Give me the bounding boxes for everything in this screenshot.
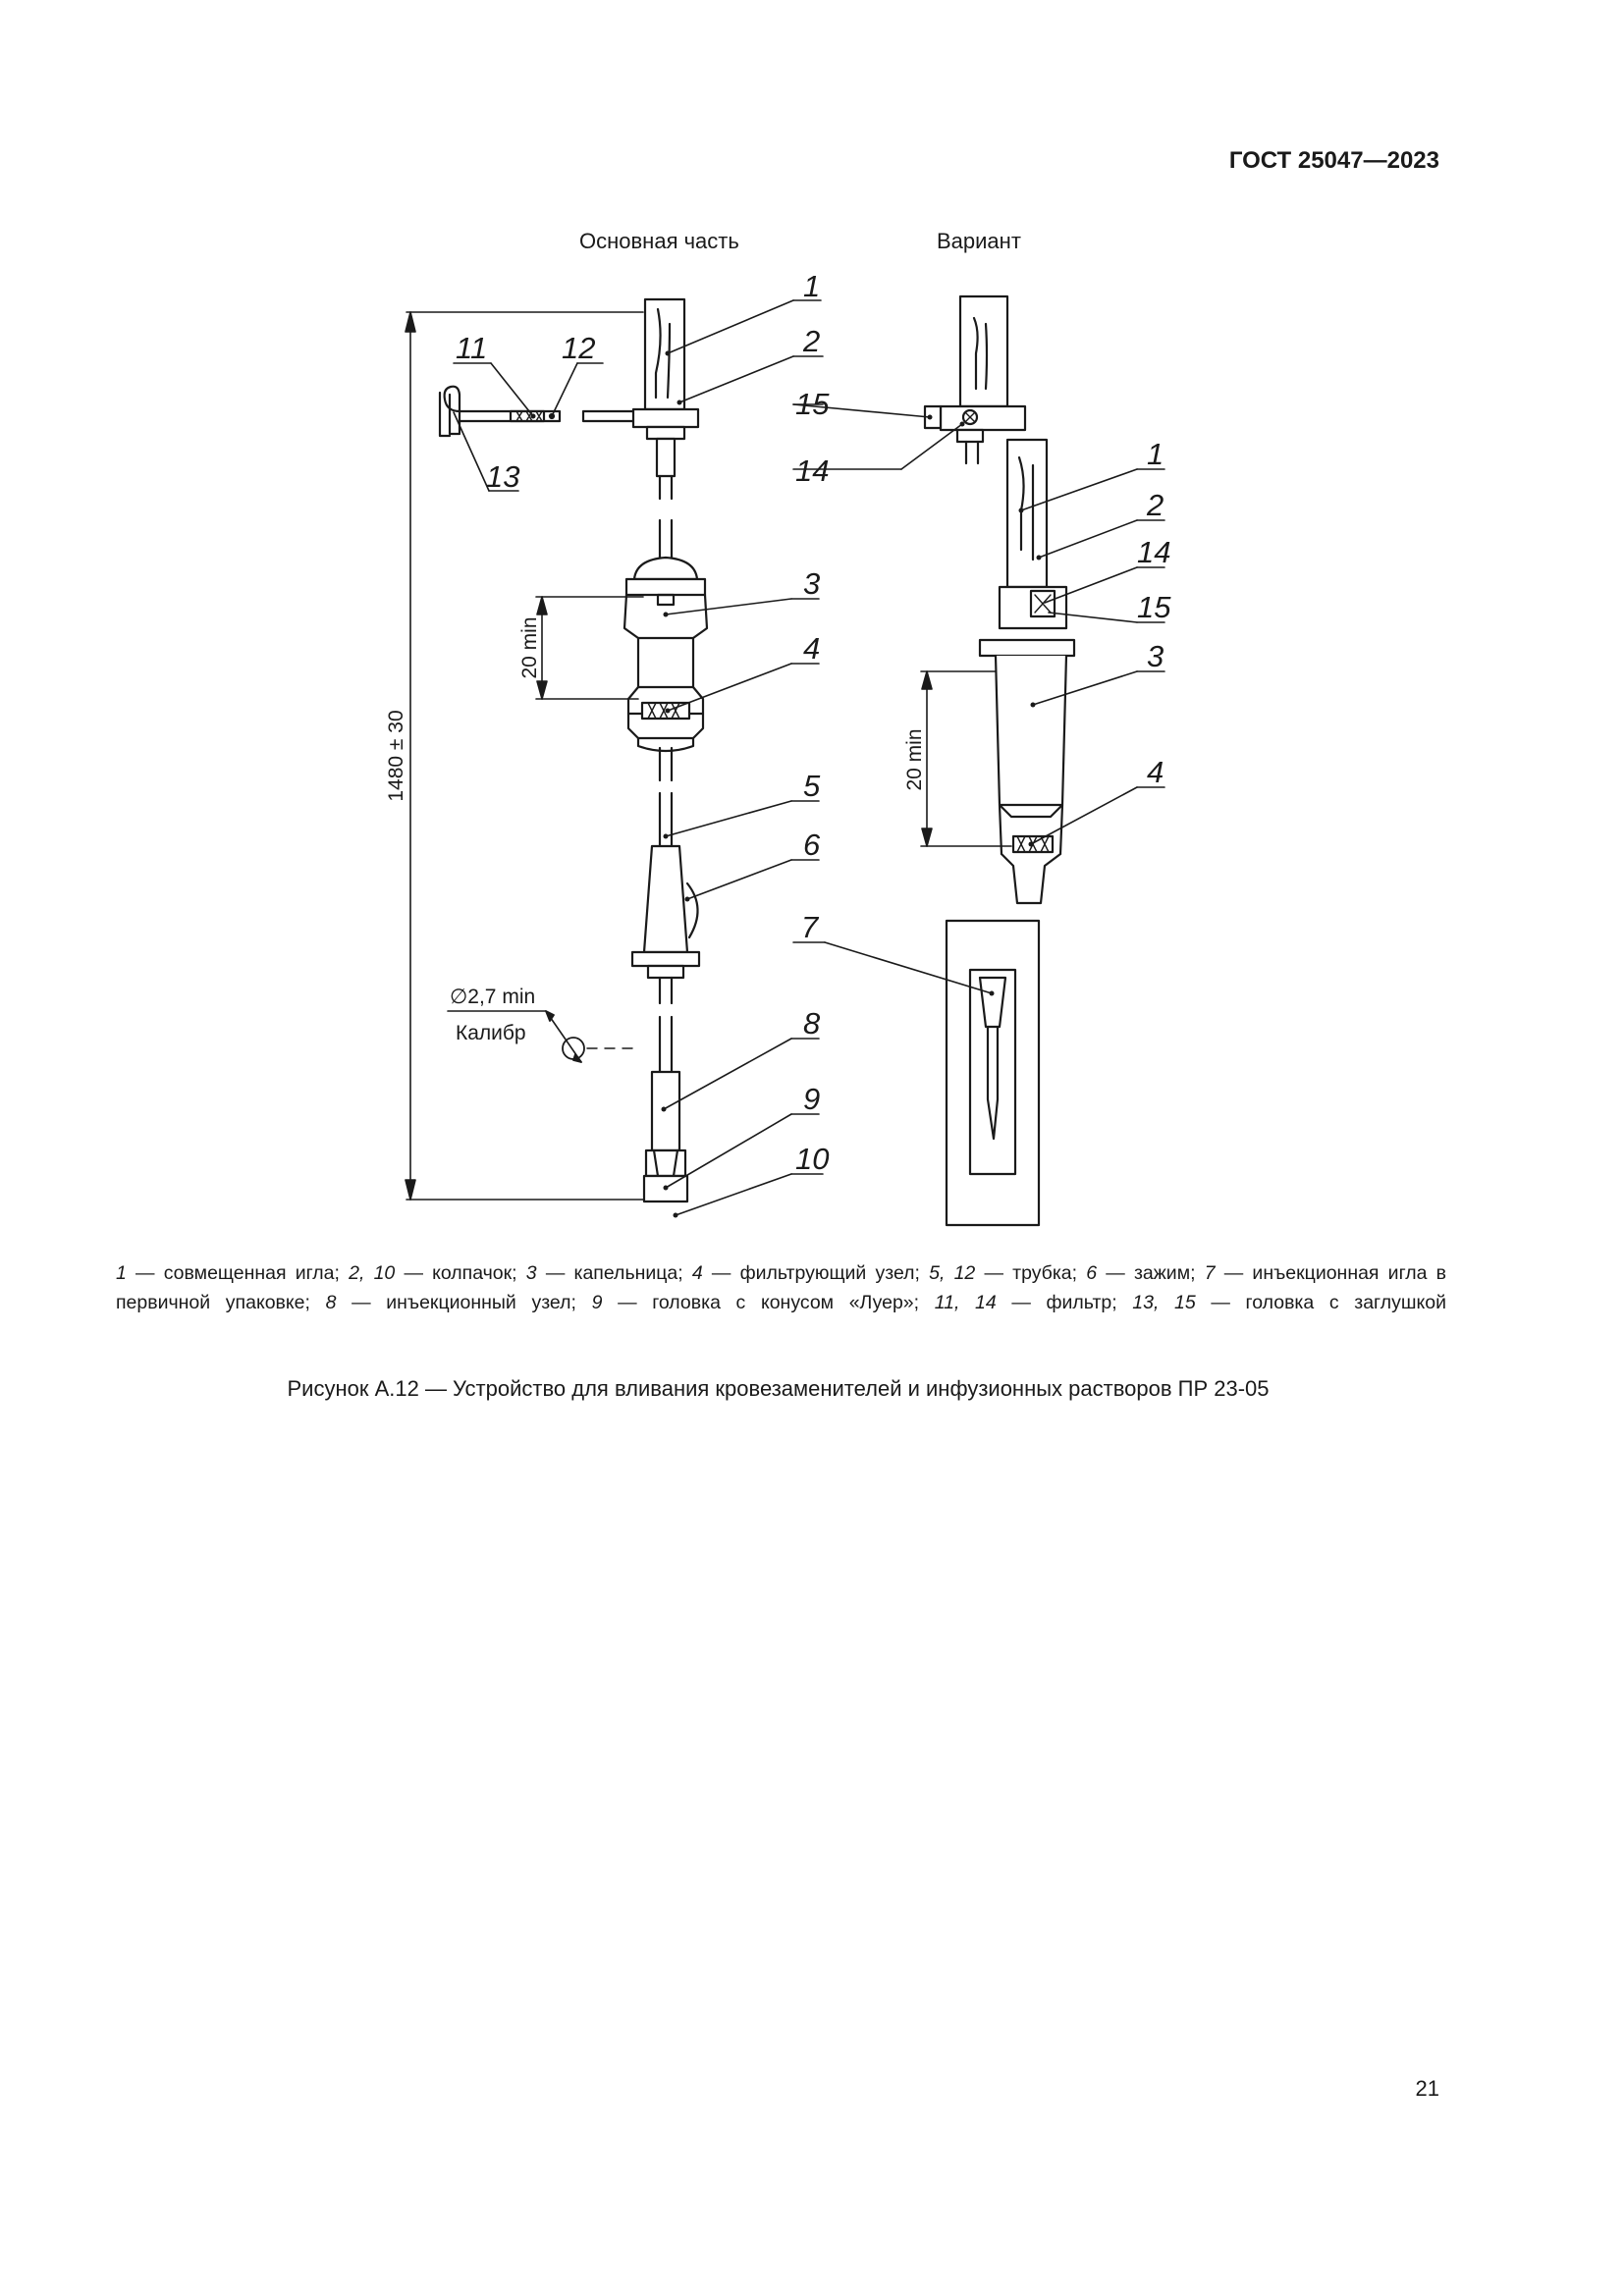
main-tee-junction <box>631 407 700 478</box>
callout-main: 5 <box>803 769 821 803</box>
legend-text: — колпачок; <box>395 1262 526 1284</box>
infusion-device-drawing: Основная часть Вариант 1 2 11 12 13 3 4 … <box>385 229 1171 1227</box>
main-plug-cap <box>438 385 461 438</box>
callout-main: 13 <box>486 459 519 494</box>
legend-text: — фильтрующий узел; <box>702 1262 930 1284</box>
callout-variant: 15 <box>1137 590 1171 624</box>
main-view-title: Основная часть <box>579 229 739 253</box>
variant-view-title: Вариант <box>937 229 1021 253</box>
overall-length-dimension <box>405 311 644 1201</box>
legend-number: 8 <box>325 1292 337 1313</box>
callout-main: 6 <box>803 828 821 862</box>
overall-length-label: 1480 ± 30 <box>385 710 407 801</box>
callout-main: 8 <box>803 1006 821 1041</box>
injection-needle-package <box>945 919 1041 1227</box>
gauge-label: Калибр <box>456 1022 526 1044</box>
legend-number: 4 <box>691 1262 703 1284</box>
legend-text: — капельница; <box>536 1262 692 1284</box>
variant-drip-length-label: 20 min <box>903 728 926 790</box>
legend-text: — инъекционный узел; <box>336 1292 592 1313</box>
callout-main: 3 <box>803 566 820 601</box>
legend-number: 1 <box>116 1262 127 1284</box>
legend-number: 9 <box>591 1292 603 1313</box>
legend-text: — трубка; <box>975 1262 1087 1284</box>
legend-number: 5, 12 <box>929 1262 976 1284</box>
standard-number: ГОСТ 25047—2023 <box>1228 147 1439 174</box>
callout-main: 1 <box>803 269 820 303</box>
legend-number: 7 <box>1204 1262 1216 1284</box>
main-leader-lines <box>453 299 824 1216</box>
main-drip-dimension <box>535 596 644 700</box>
callout-main: 11 <box>456 331 487 365</box>
legend-number: 11, 14 <box>934 1292 997 1313</box>
legend-number: 6 <box>1086 1262 1098 1284</box>
legend-number: 3 <box>525 1262 537 1284</box>
callout-variant: 2 <box>1146 488 1164 522</box>
main-drip-chamber <box>623 556 709 753</box>
callout-variant: 7 <box>801 910 820 944</box>
callout-variant: 3 <box>1147 639 1164 673</box>
callout-variant: 1 <box>1147 437 1164 471</box>
callout-main: 2 <box>802 324 820 358</box>
callout-main: 4 <box>803 631 820 666</box>
legend-text: — головка с конусом «Луер»; <box>602 1292 935 1313</box>
main-side-tube <box>458 409 635 423</box>
variant-drip-chamber <box>978 438 1076 905</box>
legend-text: — зажим; <box>1097 1262 1205 1284</box>
main-needle-cap <box>643 297 686 411</box>
callout-variant: 15 <box>795 387 830 421</box>
legend-text: — фильтр; <box>996 1292 1133 1313</box>
legend-number: 2, 10 <box>349 1262 396 1284</box>
figure-caption: Рисунок А.12 — Устройство для вливания к… <box>287 1376 1270 1401</box>
main-injection-site <box>642 1070 689 1203</box>
legend-text: — головка с заглушкой <box>1195 1292 1446 1313</box>
variant-top-cap <box>923 294 1027 465</box>
variant-drip-dimension <box>920 670 1012 847</box>
gauge-diameter-label: ∅2,7 min <box>450 986 535 1008</box>
figure-legend: 1 — совмещенная игла; 2, 10 — колпачок; … <box>116 1258 1446 1317</box>
page-number: 21 <box>1415 2076 1439 2101</box>
main-roller-clamp <box>630 844 701 980</box>
variant-leader-lines <box>792 403 1165 994</box>
legend-text: — инъекционная игла в первичной упаковке… <box>116 1262 1447 1313</box>
callout-main: 9 <box>803 1082 820 1116</box>
callout-variant: 14 <box>1137 535 1170 569</box>
callout-main: 12 <box>562 331 595 365</box>
legend-number: 13, 15 <box>1132 1292 1196 1313</box>
callout-variant: 4 <box>1147 755 1164 789</box>
gauge-symbol <box>447 1010 633 1063</box>
main-drip-length-label: 20 min <box>518 616 541 678</box>
callout-variant: 14 <box>795 454 829 488</box>
legend-text: — совмещенная игла; <box>126 1262 350 1284</box>
callout-main: 10 <box>795 1142 829 1176</box>
